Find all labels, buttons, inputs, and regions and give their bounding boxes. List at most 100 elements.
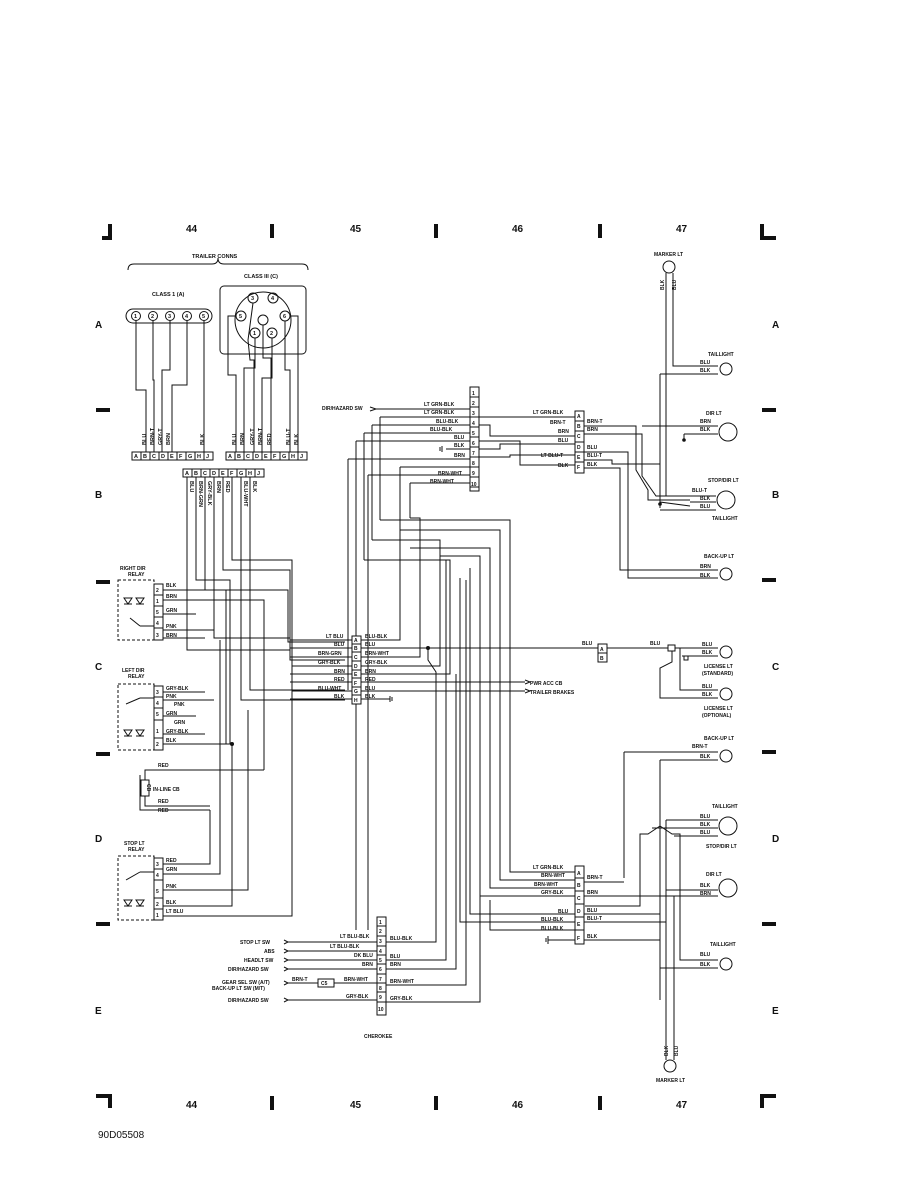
row-label-b: B bbox=[95, 490, 102, 501]
relays: RIGHT DIR RELAY 2 1 5 4 3 BLK BRN GRN PN… bbox=[117, 566, 293, 921]
rear-bottom-left-wire-2: BRN-WHT bbox=[541, 873, 565, 879]
row-label-d: D bbox=[95, 834, 102, 845]
rear-top-left-wire-e: LT BLU-T bbox=[541, 453, 563, 459]
bottom-left-wire-4: BRN bbox=[362, 962, 373, 968]
rear-top-right-wire-b: BRN-T bbox=[587, 419, 603, 425]
dir-lt-top-wire-blk: BLK bbox=[700, 427, 711, 433]
dh-pin-3: 3 bbox=[472, 411, 475, 417]
dh-wire-ltgrnblk-2: LT GRN-BLK bbox=[424, 410, 455, 416]
dh-pin-1: 1 bbox=[472, 391, 475, 397]
dh-pin-2: 2 bbox=[472, 401, 475, 407]
taillight-top-wire-blk: BLK bbox=[700, 368, 711, 374]
rdr-pin-1: 1 bbox=[156, 599, 159, 605]
center-left-wire-a: LT BLU bbox=[326, 634, 344, 640]
marker-lt-top-lamp bbox=[662, 260, 676, 274]
class3-pin-6: 6 bbox=[283, 314, 286, 320]
rear-bottom-right-wire-d: BLU bbox=[587, 908, 598, 914]
class1-pin-2: 2 bbox=[151, 314, 154, 320]
rear-connector-bottom: A B C D E F LT GRN-BLK BRN-WHT BRN-WHT G… bbox=[380, 519, 666, 945]
trailer-brakes-label: TRAILER BRAKES bbox=[530, 690, 575, 696]
dh-wire-blu: BLU bbox=[454, 435, 465, 441]
rear-bottom-pin-e: E bbox=[577, 922, 581, 928]
rdr-pin-5: 5 bbox=[156, 610, 159, 616]
class1-wire-blk: BLK bbox=[200, 434, 206, 445]
dh-pin-10: 10 bbox=[471, 482, 477, 488]
rear-top-pin-d: D bbox=[577, 445, 581, 451]
class3-letter-c: C bbox=[246, 454, 250, 460]
class1-letter-b: B bbox=[143, 454, 147, 460]
ldr-wire-blk: BLK bbox=[166, 738, 177, 744]
rear-bottom-pin-a: A bbox=[577, 871, 581, 877]
marker-lt-bottom-label: MARKER LT bbox=[656, 1078, 685, 1084]
class1-letter-e: E bbox=[170, 454, 174, 460]
dh-wire-brn-wht-1: BRN-WHT bbox=[438, 471, 462, 477]
rear-connector-top: A B C D E F LT GRN-BLK BRN-T BRN BLU LT … bbox=[533, 410, 700, 579]
license-lamps: A B BLU BLU BLU BLK LICENSE LT (STANDARD… bbox=[582, 641, 733, 719]
lower-letter-h: H bbox=[248, 471, 252, 477]
taillight-lamp-top bbox=[719, 362, 733, 376]
tl-bottom-wire-blu: BLU bbox=[700, 814, 711, 820]
corner-marks bbox=[96, 224, 776, 1110]
rear-top-left-wire-f: BLK bbox=[558, 463, 569, 469]
center-right-wire-a: BLU-BLK bbox=[365, 634, 388, 640]
stop-lt-relay-label-2: RELAY bbox=[128, 847, 145, 853]
class3-letter-h: H bbox=[291, 454, 295, 460]
bottom-right-wire-1: BLU-BLK bbox=[390, 936, 413, 942]
row-label-a-right: A bbox=[772, 320, 779, 331]
class3-pin-2: 2 bbox=[270, 331, 273, 337]
class3-letter-g: G bbox=[282, 454, 286, 460]
row-label-c-right: C bbox=[772, 662, 779, 673]
tl-bottom-wire-blu2: BLU bbox=[700, 830, 711, 836]
dir-bottom-wire-brn: BRN bbox=[700, 891, 711, 897]
lower-letter-c: C bbox=[203, 471, 207, 477]
backup-lt-lamp-bottom bbox=[719, 749, 733, 763]
src-dir-hazard-sw-2: DIR/HAZARD SW bbox=[228, 998, 269, 1004]
center-pin-d: D bbox=[354, 664, 358, 670]
src-abs: ABS bbox=[264, 949, 275, 955]
dir-lt-lamp-top bbox=[718, 422, 738, 442]
center-left-wire-b: BLU bbox=[334, 642, 345, 648]
backup-top-wire-blk: BLK bbox=[700, 573, 711, 579]
dir-lt-label-bottom: DIR LT bbox=[706, 872, 722, 878]
trailer-harness-wires bbox=[186, 477, 345, 744]
bottom-right-wire-2: BLU bbox=[390, 954, 401, 960]
left-dir-relay-label-2: RELAY bbox=[128, 674, 145, 680]
class3-pin-4: 4 bbox=[271, 296, 275, 302]
class1-pin-3: 3 bbox=[168, 314, 171, 320]
lower-wire-blu: BLU bbox=[188, 481, 194, 492]
dh-wire-brn: BRN bbox=[454, 453, 465, 459]
class1-letter-g: G bbox=[188, 454, 192, 460]
class3-letter-f: F bbox=[273, 454, 277, 460]
rdr-wire-blk: BLK bbox=[166, 583, 177, 589]
backup-lt-label-top: BACK-UP LT bbox=[704, 554, 734, 560]
license-standard-label-1: LICENSE LT bbox=[704, 664, 733, 670]
ldr-pin-4: 4 bbox=[156, 701, 159, 707]
class3-wire-gry-t: GRY-T bbox=[250, 428, 256, 445]
backup-bottom-wire-blk: BLK bbox=[700, 754, 711, 760]
row-label-e-right: E bbox=[772, 1006, 779, 1017]
class1-label: CLASS 1 (A) bbox=[152, 292, 185, 298]
col-label-47: 47 bbox=[676, 224, 688, 235]
rear-bottom-pin-c: C bbox=[577, 896, 581, 902]
inline-cb-symbol: CB bbox=[145, 784, 151, 792]
left-dir-relay bbox=[117, 683, 155, 751]
backup-lt-lamp-top bbox=[719, 567, 733, 581]
class3-wire-blk: BLK bbox=[294, 434, 300, 445]
right-dir-relay-label-2: RELAY bbox=[128, 572, 145, 578]
rear-top-left-wire-a: LT GRN-BLK bbox=[533, 410, 564, 416]
stop-lt-relay bbox=[117, 855, 155, 921]
dir-lt-top-wire-brn: BRN bbox=[700, 419, 711, 425]
dh-pin-4: 4 bbox=[472, 421, 475, 427]
bottom-pin-2: 2 bbox=[379, 929, 382, 935]
tl2-bottom-wire-blu: BLU bbox=[700, 952, 711, 958]
class3-letter-b: B bbox=[237, 454, 241, 460]
center-right-wire-c: BRN-WHT bbox=[365, 651, 389, 657]
stop-dir-top-wire-blu-t: BLU-T bbox=[692, 488, 707, 494]
rear-bottom-left-wire-7: BLU-BLK bbox=[541, 926, 564, 932]
rear-bottom-right-wire-c: BRN bbox=[587, 890, 598, 896]
center-right-wire-b: BLU bbox=[365, 642, 376, 648]
lower-wire-brn: BRN bbox=[215, 481, 221, 493]
taillight-label-top: TAILLIGHT bbox=[708, 352, 734, 358]
dh-pin-9: 9 bbox=[472, 471, 475, 477]
